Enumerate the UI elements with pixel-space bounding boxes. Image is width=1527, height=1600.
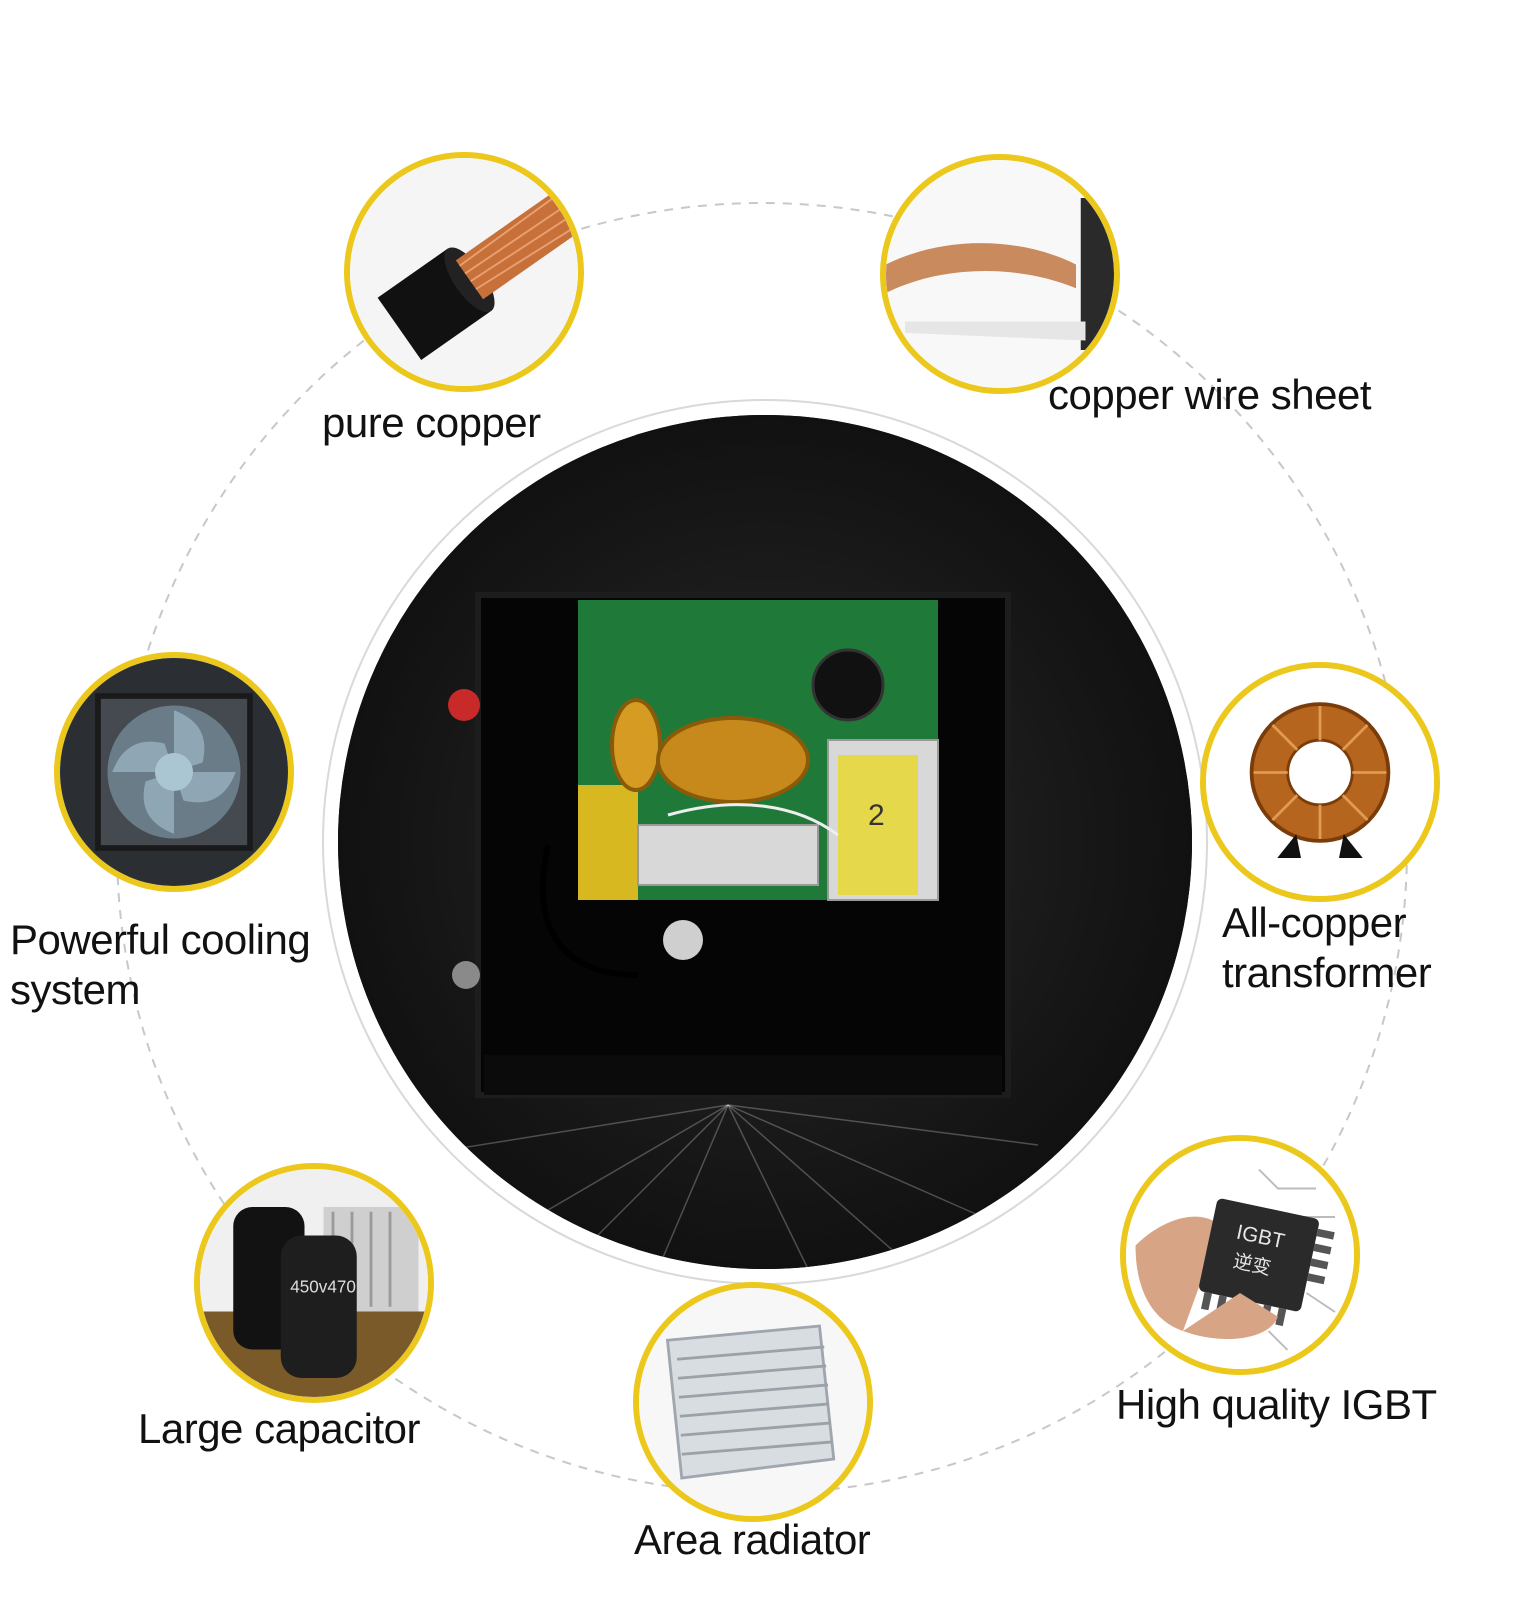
copper-sheet-icon (886, 160, 1114, 388)
cooling-fan-icon (60, 658, 288, 886)
copper-cable-icon (350, 158, 578, 386)
high-quality-igbt-label: High quality IGBT (1116, 1381, 1437, 1428)
welder-pcb-photo: 2 (338, 415, 1192, 1269)
toroid-transformer-icon (1206, 668, 1434, 896)
pure-copper-label: pure copper (322, 399, 541, 446)
capacitor-marking: 450v470 (290, 1278, 356, 1297)
capacitor-bubble: 450v470 (194, 1163, 434, 1403)
cooling-fan-bubble (54, 652, 294, 892)
heatsink-icon (639, 1288, 867, 1516)
area-radiator-label: Area radiator (634, 1516, 871, 1563)
igbt-chip-icon: IGBT 逆变 (1126, 1141, 1354, 1369)
cooling-system-label: Powerful cooling system (10, 916, 311, 1014)
pure-copper-bubble (344, 152, 584, 392)
all-copper-transformer-label: All-copper transformer (1222, 899, 1432, 997)
pcb-marking: 2 (868, 799, 885, 832)
large-capacitor-label: Large capacitor (138, 1405, 421, 1452)
capacitor-icon: 450v470 (200, 1169, 428, 1397)
transformer-bubble (1200, 662, 1440, 902)
igbt-bubble: IGBT 逆变 (1120, 1135, 1360, 1375)
copper-wire-sheet-label: copper wire sheet (1048, 371, 1372, 418)
radiator-bubble (633, 1282, 873, 1522)
copper-wire-sheet-bubble (880, 154, 1120, 394)
